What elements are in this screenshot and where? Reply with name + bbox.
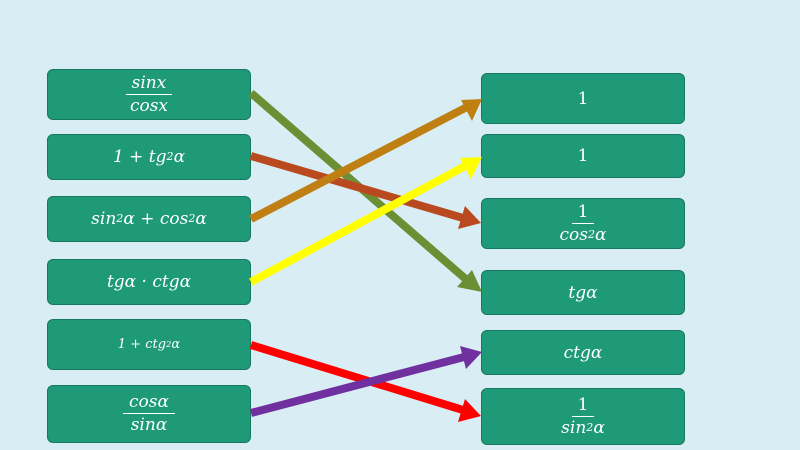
expression: tgα · ctgα [106, 272, 192, 292]
right-box-one-b[interactable]: 1 [481, 134, 685, 178]
value-one: 1 [577, 146, 589, 166]
expr-part: sin [561, 417, 587, 438]
arrow-cos-sin-to-ctg[interactable] [249, 346, 482, 417]
numerator: 1 [571, 203, 595, 224]
arrow-head [457, 270, 482, 292]
arrow-tg-ctg-to-one[interactable] [249, 157, 482, 286]
arrow-head [460, 157, 482, 179]
expr-part: α [595, 224, 607, 245]
expression: tgα [568, 282, 598, 303]
right-box-tg[interactable]: tgα [481, 270, 685, 315]
expr-part: α + cos [123, 209, 189, 229]
expression: ctgα [563, 342, 603, 363]
fraction-cos-sin: cosα sinα [123, 393, 175, 434]
fraction-sinx-cosx: sinx cosx [124, 74, 174, 115]
right-box-one-a[interactable]: 1 [481, 73, 685, 124]
arrow-head [460, 346, 482, 369]
arrow-line [249, 152, 465, 222]
left-box-cos-over-sin[interactable]: cosα sinα [47, 385, 251, 443]
arrow-line [249, 341, 465, 414]
arrow-head [458, 399, 481, 422]
expr-part: α [195, 209, 207, 229]
arrow-sin2-plus-cos2-to-one[interactable] [249, 99, 482, 223]
arrow-line [249, 161, 469, 286]
right-box-ctg[interactable]: ctgα [481, 330, 685, 375]
left-box-tg-times-ctg[interactable]: tgα · ctgα [47, 259, 251, 305]
expr-part: cos [559, 224, 588, 245]
arrow-one-plus-ctg2-to-one-over-sin2[interactable] [249, 341, 481, 422]
expr-part: α [173, 147, 186, 167]
expr-part: α [593, 417, 605, 438]
expr-part: α [171, 337, 181, 352]
expr-part: 1 + tg [112, 147, 167, 167]
arrow-head [461, 99, 482, 121]
numerator: sinx [125, 74, 173, 95]
left-box-sinx-over-cosx[interactable]: sinx cosx [47, 69, 251, 120]
denominator: sinα [130, 415, 168, 435]
numerator: cosα [123, 393, 175, 414]
arrow-line [249, 353, 466, 417]
denominator: cosx [129, 95, 169, 116]
arrow-one-plus-tg2-to-one-over-cos2[interactable] [249, 152, 481, 229]
numerator: 1 [571, 396, 595, 417]
expr-part: 1 + ctg [117, 337, 167, 352]
arrow-line [249, 103, 469, 223]
expr-part: sin [91, 209, 117, 229]
value-one: 1 [577, 88, 589, 109]
arrow-head [458, 206, 481, 229]
